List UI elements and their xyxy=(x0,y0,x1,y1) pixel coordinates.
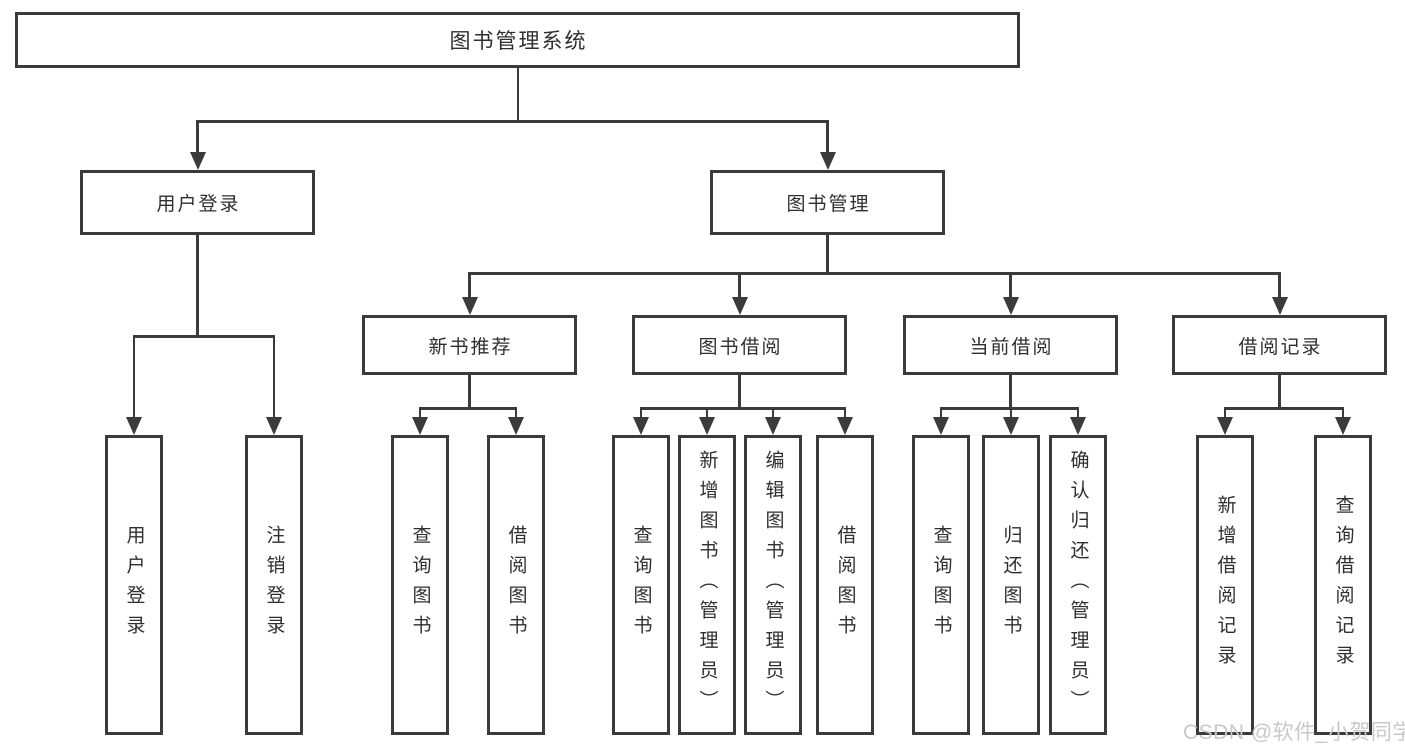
node-book-management: 图书管理 xyxy=(710,170,945,235)
connector-line xyxy=(418,407,422,419)
arrowhead-down-icon xyxy=(633,417,649,435)
connector-line xyxy=(639,407,847,410)
leaf-borrow-borrow-books-label: 借阅图书 xyxy=(834,525,856,645)
leaf-current-query-books-label: 查询图书 xyxy=(930,525,952,645)
leaf-user-login: 用户登录 xyxy=(105,435,163,735)
arrowhead-down-icon xyxy=(837,417,853,435)
leaf-current-query-books: 查询图书 xyxy=(912,435,970,735)
leaf-logout: 注销登录 xyxy=(245,435,303,735)
leaf-logout-label: 注销登录 xyxy=(263,525,285,645)
connector-line xyxy=(939,407,943,419)
leaf-current-confirm-return-admin-label: 确认归还（管理员） xyxy=(1067,450,1089,720)
leaf-records-add-record-label: 新增借阅记录 xyxy=(1214,495,1236,675)
leaf-records-query-record-label: 查询借阅记录 xyxy=(1332,495,1354,675)
leaf-current-return-books-label: 归还图书 xyxy=(1000,525,1022,645)
leaf-current-confirm-return-admin: 确认归还（管理员） xyxy=(1049,435,1107,735)
connector-line xyxy=(826,120,829,154)
connector-line xyxy=(418,407,518,410)
arrowhead-down-icon xyxy=(1002,297,1019,315)
node-borrow-records: 借阅记录 xyxy=(1172,315,1387,375)
arrowhead-down-icon xyxy=(461,297,478,315)
leaf-borrow-add-books-admin: 新增图书（管理员） xyxy=(678,435,736,735)
arrowhead-down-icon xyxy=(819,152,836,170)
node-book-borrow: 图书借阅 xyxy=(632,315,847,375)
connector-line xyxy=(516,68,519,120)
leaf-current-return-books: 归还图书 xyxy=(982,435,1040,735)
connector-line xyxy=(196,120,829,123)
connector-line xyxy=(639,407,643,419)
arrowhead-down-icon xyxy=(731,297,748,315)
arrowhead-down-icon xyxy=(1335,417,1351,435)
leaf-borrow-add-books-admin-label: 新增图书（管理员） xyxy=(696,450,718,720)
connector-line xyxy=(196,120,199,154)
connector-line xyxy=(132,335,276,338)
arrowhead-down-icon xyxy=(412,417,428,435)
leaf-borrow-query-books: 查询图书 xyxy=(612,435,670,735)
leaf-newbook-borrow-books: 借阅图书 xyxy=(487,435,545,735)
arrowhead-down-icon xyxy=(1271,297,1288,315)
connector-line xyxy=(468,272,1281,275)
connector-line xyxy=(738,375,741,407)
node-new-book-recommend: 新书推荐 xyxy=(362,315,577,375)
connector-line xyxy=(468,375,471,407)
arrowhead-down-icon xyxy=(189,152,206,170)
node-root-library-system: 图书管理系统 xyxy=(15,12,1020,68)
connector-line xyxy=(514,407,518,419)
connector-line xyxy=(738,272,741,299)
connector-line xyxy=(272,335,276,419)
csdn-watermark: CSDN @软件_小贺同学 xyxy=(1183,721,1405,744)
connector-line xyxy=(1009,375,1012,407)
connector-line xyxy=(826,235,829,272)
connector-line xyxy=(843,407,847,419)
arrowhead-down-icon xyxy=(266,417,282,435)
arrowhead-down-icon xyxy=(1217,417,1233,435)
connector-line xyxy=(1278,375,1281,407)
arrowhead-down-icon xyxy=(126,417,142,435)
connector-line xyxy=(1223,407,1227,419)
leaf-borrow-edit-books-admin-label: 编辑图书（管理员） xyxy=(762,450,784,720)
connector-line xyxy=(1009,407,1013,419)
leaf-records-add-record: 新增借阅记录 xyxy=(1196,435,1254,735)
connector-line xyxy=(1223,407,1345,410)
connector-line xyxy=(1341,407,1345,419)
leaf-newbook-query-books: 查询图书 xyxy=(391,435,449,735)
leaf-borrow-borrow-books: 借阅图书 xyxy=(816,435,874,735)
arrowhead-down-icon xyxy=(699,417,715,435)
node-user-login: 用户登录 xyxy=(80,170,315,235)
leaf-borrow-edit-books-admin: 编辑图书（管理员） xyxy=(744,435,802,735)
connector-line xyxy=(1009,272,1012,299)
connector-line xyxy=(468,272,471,299)
connector-line xyxy=(196,235,199,335)
connector-line xyxy=(771,407,775,419)
connector-line xyxy=(939,407,1080,410)
arrowhead-down-icon xyxy=(933,417,949,435)
leaf-newbook-borrow-books-label: 借阅图书 xyxy=(505,525,527,645)
connector-line xyxy=(1278,272,1281,299)
leaf-records-query-record: 查询借阅记录 xyxy=(1314,435,1372,735)
leaf-borrow-query-books-label: 查询图书 xyxy=(630,525,652,645)
leaf-user-login-label: 用户登录 xyxy=(123,525,145,645)
connector-line xyxy=(705,407,709,419)
arrowhead-down-icon xyxy=(1003,417,1019,435)
arrowhead-down-icon xyxy=(765,417,781,435)
node-current-borrow: 当前借阅 xyxy=(903,315,1118,375)
arrowhead-down-icon xyxy=(508,417,524,435)
leaf-newbook-query-books-label: 查询图书 xyxy=(409,525,431,645)
connector-line xyxy=(132,335,136,419)
connector-line xyxy=(1076,407,1080,419)
arrowhead-down-icon xyxy=(1070,417,1086,435)
